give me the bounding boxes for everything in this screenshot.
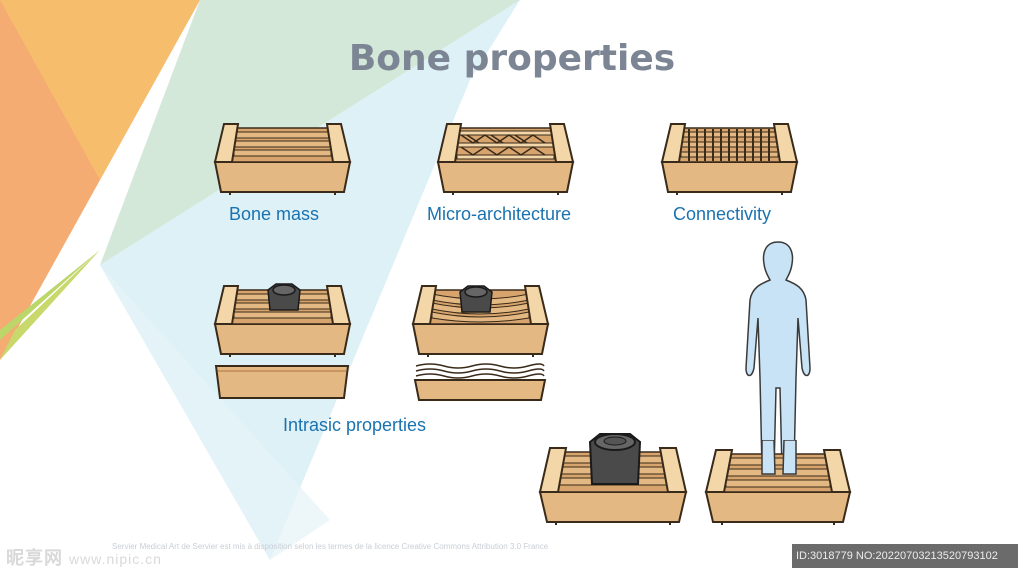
crate-heavy-weight: [538, 433, 688, 525]
crate-micro-architecture: [436, 123, 575, 195]
label-bone-mass: Bone mass: [229, 204, 320, 224]
crate-loaded-bent: [411, 285, 550, 357]
credit-text: Servier Medical Art de Servier est mis à…: [112, 542, 549, 551]
watermark-left-url: www.nipic.cn: [69, 551, 162, 567]
crate-bone-mass: [213, 123, 352, 195]
slab-solid: [214, 365, 350, 399]
crate-connectivity: [660, 123, 799, 195]
person-feet: [761, 440, 797, 475]
watermark-right: ID:3018779 NO:20220703213520793102: [792, 544, 1018, 568]
watermark-left-text: 昵享网: [6, 548, 63, 568]
crate-under-person: [704, 449, 852, 525]
crate-loaded-solid: [213, 283, 352, 357]
label-intrinsic-properties: Intrasic properties: [283, 415, 427, 435]
watermark-left: 昵享网 www.nipic.cn: [6, 544, 162, 570]
label-connectivity: Connectivity: [673, 204, 772, 224]
person-silhouette: [745, 241, 811, 471]
page-title: Bone properties: [348, 38, 676, 79]
slab-layered: [413, 363, 547, 401]
label-micro-architecture: Micro-architecture: [427, 204, 572, 224]
